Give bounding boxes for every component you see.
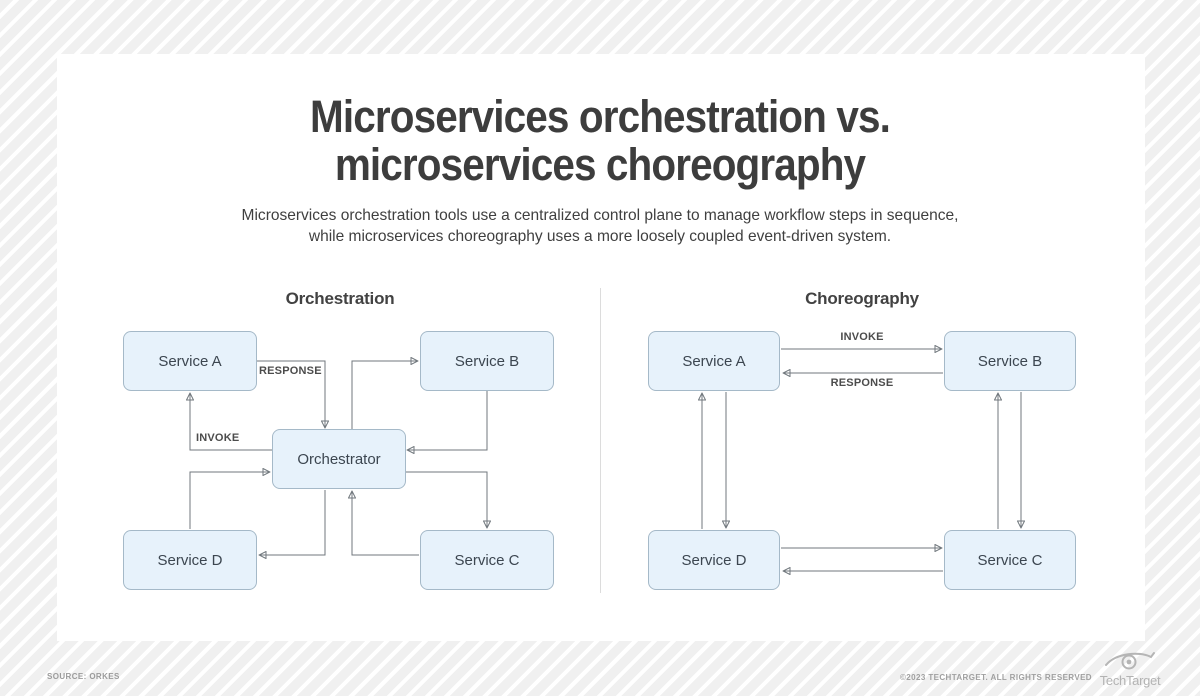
arrow-orchestrator-to-service-b [351,361,417,430]
choreography-node-service-a: Service A [648,331,780,391]
techtarget-logo: TechTarget [1097,649,1163,688]
choreography-heading: Choreography [805,289,919,308]
orchestration-node-service-a: Service A [123,331,257,391]
orchestration-heading: Orchestration [285,289,395,308]
orchestration-node-service-b: Service B [420,331,554,391]
arrow-orchestrator-to-service-d [260,490,326,555]
eye-icon [1105,652,1155,670]
subtitle-line-1: Microservices orchestration tools use a … [241,207,959,224]
footer-source-text: SOURCE: ORKES [47,672,120,681]
arrow-service-d-to-orchestrator [189,472,269,529]
arrow-orchestrator-to-service-c [406,471,487,527]
arrow-service-a-to-orchestrator [257,360,325,427]
page-subtitle: Microservices orchestration tools use a … [18,205,1182,247]
choreography-node-service-b: Service B [944,331,1076,391]
title-line-2: microservices choreography [334,139,866,190]
panel-divider [600,288,601,593]
subtitle-line-2: while microservices choreography uses a … [308,228,892,245]
footer-copyright-text: ©2023 TECHTARGET. ALL RIGHTS RESERVED [900,673,1092,682]
choreography-node-service-c: Service C [944,530,1076,590]
choreography-node-service-d: Service D [648,530,780,590]
choreography-invoke-label: INVOKE [840,331,884,343]
title-line-1: Microservices orchestration vs. [310,91,891,142]
arrow-orchestrator-to-service-a [190,394,273,451]
arrow-service-b-to-orchestrator [408,391,488,450]
orchestration-node-orchestrator: Orchestrator [272,429,406,489]
orchestration-node-service-d: Service D [123,530,257,590]
choreography-response-label: RESPONSE [830,377,894,389]
techtarget-logo-text: TechTarget [1099,673,1161,688]
orchestration-invoke-label: INVOKE [196,432,240,444]
page-title: Microservices orchestration vs.microserv… [60,93,1140,189]
arrow-service-c-to-orchestrator [352,492,419,556]
orchestration-node-service-c: Service C [420,530,554,590]
orchestration-response-label: RESPONSE [259,365,322,377]
